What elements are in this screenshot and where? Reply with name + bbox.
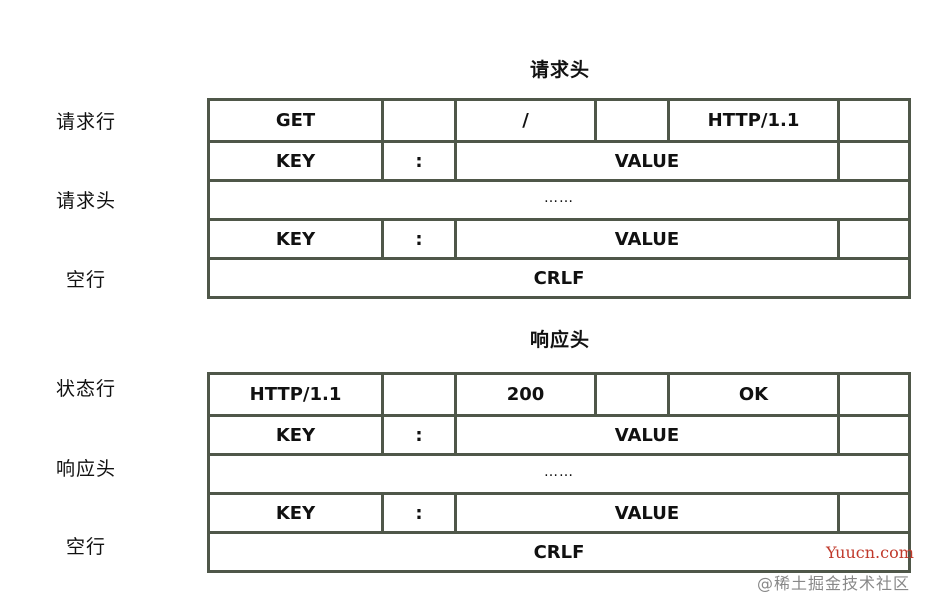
crlf-cell: CRLF bbox=[533, 541, 585, 563]
header-end-cell bbox=[837, 417, 908, 453]
header-key-cell: KEY bbox=[275, 228, 316, 250]
response-crlf-row: CRLF bbox=[210, 531, 908, 570]
response-section-title: 响应头 bbox=[530, 329, 591, 351]
request-header-row: KEY : VALUE bbox=[210, 218, 908, 257]
status-reason-cell: OK bbox=[667, 375, 837, 414]
request-space-cell bbox=[594, 101, 667, 140]
request-space-cell bbox=[381, 101, 454, 140]
header-value-cell: VALUE bbox=[454, 143, 837, 179]
header-separator-cell: : bbox=[381, 495, 454, 531]
header-value-cell: VALUE bbox=[454, 495, 837, 531]
request-blank-line-label: 空行 bbox=[66, 269, 107, 291]
status-space-cell bbox=[381, 375, 454, 414]
request-headers-label: 请求头 bbox=[56, 190, 117, 212]
request-ellipsis-row: …… bbox=[210, 179, 908, 218]
request-version-cell: HTTP/1.1 bbox=[667, 101, 837, 140]
request-section-title: 请求头 bbox=[530, 59, 591, 81]
status-line-row: HTTP/1.1 200 OK bbox=[210, 375, 908, 414]
header-key-cell: KEY bbox=[275, 502, 316, 524]
response-header-row: KEY : VALUE bbox=[210, 492, 908, 531]
request-line-end-cell bbox=[837, 101, 908, 140]
request-header-row: KEY : VALUE bbox=[210, 140, 908, 179]
header-value-cell: VALUE bbox=[454, 417, 837, 453]
header-separator-cell: : bbox=[381, 417, 454, 453]
response-header-row: KEY : VALUE bbox=[210, 414, 908, 453]
header-end-cell bbox=[837, 221, 908, 257]
header-separator-cell: : bbox=[381, 221, 454, 257]
site-watermark: Yuucn.com bbox=[826, 543, 914, 562]
community-watermark: @稀土掘金技术社区 bbox=[757, 574, 911, 593]
ellipsis-cell: …… bbox=[544, 464, 574, 480]
request-url-cell: / bbox=[454, 101, 594, 140]
request-crlf-row: CRLF bbox=[210, 257, 908, 296]
crlf-cell: CRLF bbox=[533, 267, 585, 289]
request-line-label: 请求行 bbox=[56, 111, 117, 133]
header-end-cell bbox=[837, 143, 908, 179]
header-key-cell: KEY bbox=[275, 150, 316, 172]
header-value-cell: VALUE bbox=[454, 221, 837, 257]
response-headers-label: 响应头 bbox=[56, 458, 117, 480]
header-separator-cell: : bbox=[381, 143, 454, 179]
header-end-cell bbox=[837, 495, 908, 531]
request-method-cell: GET bbox=[275, 110, 316, 131]
status-line-label: 状态行 bbox=[56, 378, 117, 400]
response-ellipsis-row: …… bbox=[210, 453, 908, 492]
request-line-row: GET / HTTP/1.1 bbox=[210, 101, 908, 140]
response-blank-line-label: 空行 bbox=[66, 536, 107, 558]
status-code-cell: 200 bbox=[454, 375, 594, 414]
response-grid: HTTP/1.1 200 OK KEY : VALUE …… KEY : VAL… bbox=[207, 372, 911, 573]
status-line-end-cell bbox=[837, 375, 908, 414]
ellipsis-cell: …… bbox=[544, 190, 574, 206]
status-version-cell: HTTP/1.1 bbox=[249, 384, 342, 405]
header-key-cell: KEY bbox=[275, 424, 316, 446]
request-grid: GET / HTTP/1.1 KEY : VALUE …… KEY : VALU… bbox=[207, 98, 911, 299]
status-space-cell bbox=[594, 375, 667, 414]
